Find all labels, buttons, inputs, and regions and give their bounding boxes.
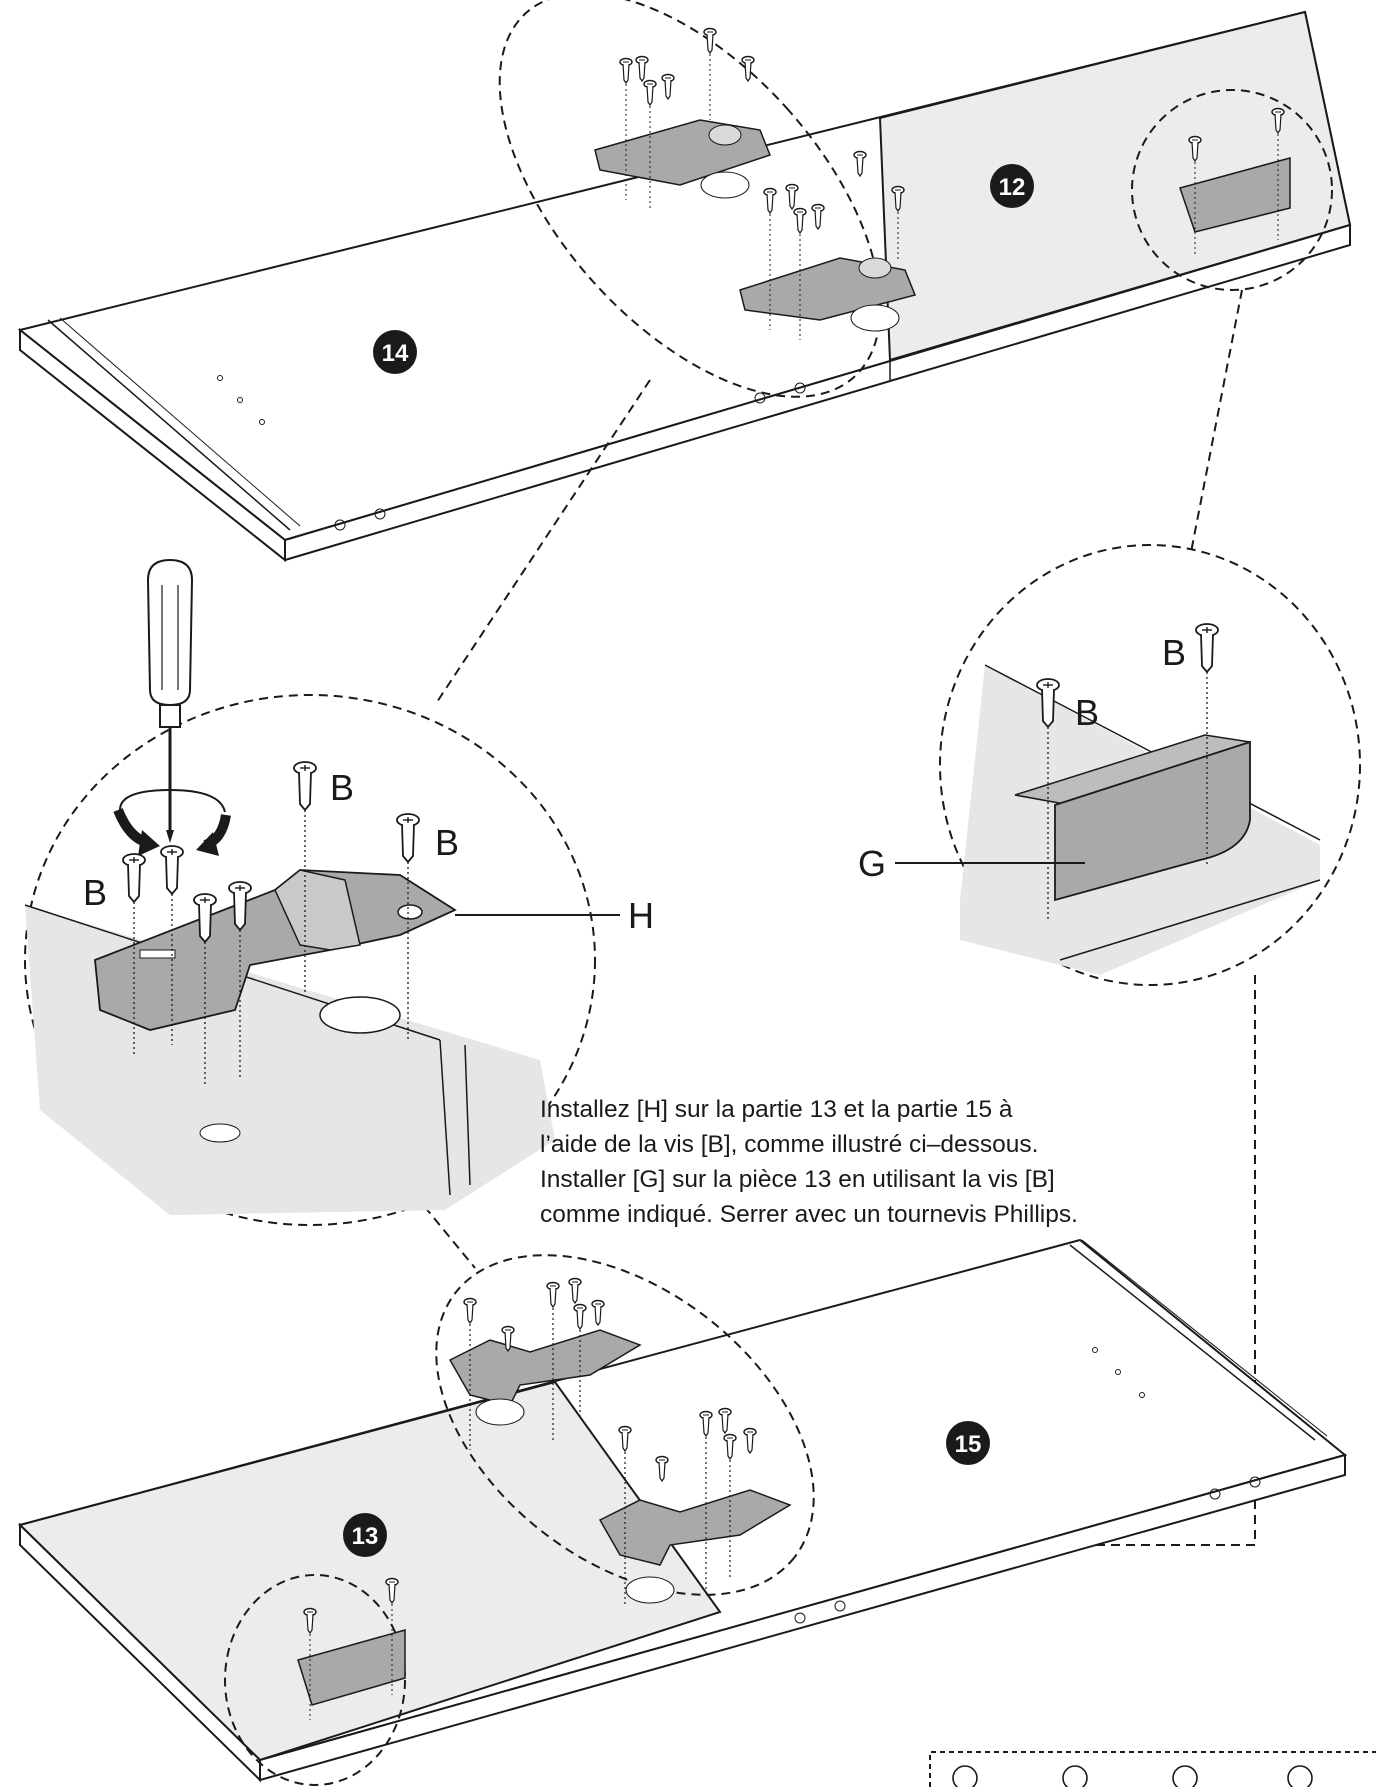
top-handle-group xyxy=(1131,89,1333,291)
hinge-icon xyxy=(598,1489,792,1604)
top-hinge-group xyxy=(498,0,917,398)
screw-b-label: B xyxy=(1075,692,1099,733)
screw-b-label: B xyxy=(435,822,459,863)
handle-icon xyxy=(1179,157,1291,233)
instruction-line: Installer [G] sur la pièce 13 en utilisa… xyxy=(540,1166,1055,1193)
hinge-detail xyxy=(24,558,620,1226)
rotate-arrow-icon xyxy=(113,788,231,856)
part-marker-13: 13 xyxy=(343,1513,387,1557)
screw-b-label: B xyxy=(330,767,354,808)
hinge-h-label: H xyxy=(628,895,654,936)
instruction-line: Installez [H] sur la partie 13 et la par… xyxy=(540,1096,1013,1123)
top-board xyxy=(17,10,1352,563)
svg-text:15: 15 xyxy=(955,1431,982,1458)
bottom-board xyxy=(18,1238,1348,1783)
screw-b-label: B xyxy=(1162,632,1186,673)
bottom-hinge-group xyxy=(435,1254,815,1605)
handle-detail xyxy=(895,544,1361,986)
instruction-line: comme indiqué. Serrer avec un tournevis … xyxy=(540,1201,1078,1228)
screwdriver-icon xyxy=(146,558,194,843)
hinge-icon xyxy=(448,1329,642,1426)
part-marker-14: 14 xyxy=(373,330,417,374)
bottom-handle-group xyxy=(224,1574,406,1786)
part-marker-12: 12 xyxy=(990,164,1034,208)
part-marker-15: 15 xyxy=(946,1421,990,1465)
hinge-icon xyxy=(594,119,771,199)
svg-text:12: 12 xyxy=(999,174,1026,201)
bottom-right-dashed-box xyxy=(929,1751,1376,1787)
svg-text:14: 14 xyxy=(382,340,409,367)
handle-icon xyxy=(1014,734,1251,902)
svg-text:13: 13 xyxy=(352,1523,379,1550)
hinge-icon xyxy=(94,869,457,1031)
instruction-line: l’aide de la vis [B], comme illustré ci–… xyxy=(540,1131,1039,1158)
handle-g-label: G xyxy=(858,843,886,884)
handle-icon xyxy=(297,1629,406,1706)
screw-b-label: B xyxy=(83,872,107,913)
hinge-icon xyxy=(739,257,917,332)
instructions-text: Installez [H] sur la partie 13 et la par… xyxy=(540,1092,1100,1232)
